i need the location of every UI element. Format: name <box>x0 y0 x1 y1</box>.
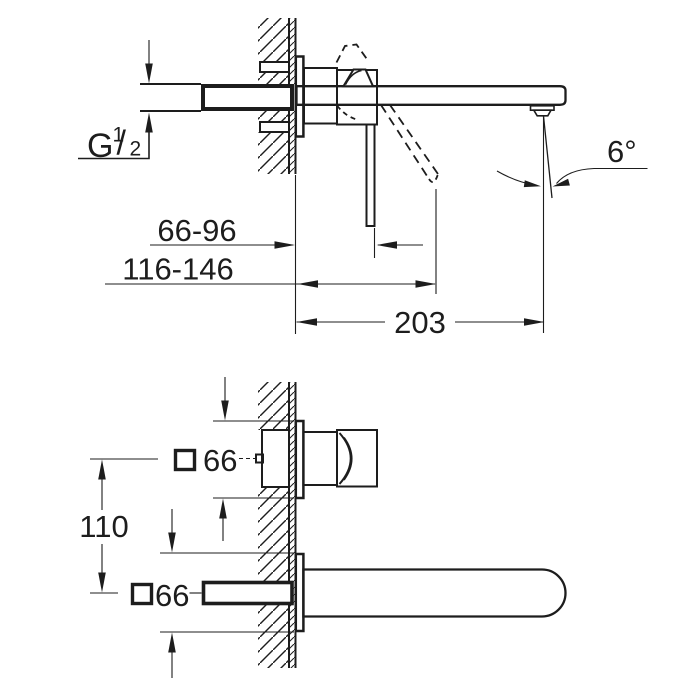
lever-dome-arc <box>344 69 362 85</box>
handle-base <box>302 431 338 486</box>
handle-knob <box>336 429 378 488</box>
up-arrowhead-icon <box>219 498 227 519</box>
up-arrowhead-icon <box>145 112 153 133</box>
spout-unit-front <box>201 552 567 633</box>
dim-upper-plate: 66 <box>173 377 294 541</box>
square-symbol <box>130 582 154 606</box>
wall-hatch <box>258 18 289 62</box>
aerator <box>532 109 553 117</box>
wall-hatch <box>258 605 289 668</box>
lever-swing-arc-dashed <box>336 104 359 121</box>
upper-escutcheon <box>294 419 305 500</box>
dim-plate-spacing: 110 <box>79 458 158 594</box>
supply-pipe <box>140 83 201 112</box>
handle-knob-arc-outer <box>338 432 352 485</box>
plate-spacing-label: 110 <box>79 509 128 544</box>
wall-finish-hatch <box>289 111 296 174</box>
up-arrowhead-icon <box>98 459 106 480</box>
left-arrowhead-icon <box>296 318 317 326</box>
dim-wall-to-lever-closed: 66-96 <box>150 213 423 249</box>
handle-knob-arc-inner <box>343 437 353 481</box>
wall-hatch <box>258 132 289 174</box>
wall-hatch <box>258 382 289 430</box>
square-symbol <box>173 448 197 472</box>
down-arrowhead-icon <box>221 400 229 421</box>
angle-leader-line <box>556 167 648 184</box>
concealed-cartridge-box <box>261 429 290 488</box>
mounting-flange-top <box>259 61 290 73</box>
lever-dome <box>341 68 375 88</box>
upper-plate-size-label: 66 <box>203 443 237 478</box>
leader-line <box>78 132 150 160</box>
lever-knob-open-dashed <box>335 43 368 63</box>
lower-escutcheon <box>294 552 305 633</box>
thread-fraction-slash: / <box>117 125 127 163</box>
left-arrowhead-icon <box>376 241 397 249</box>
connection-nub <box>255 453 264 464</box>
left-arrowhead-icon <box>297 280 318 288</box>
mounting-flange-bottom <box>259 121 290 133</box>
lower-plate-size-label: 66 <box>155 578 189 613</box>
thread-numerator: 1 <box>113 124 125 147</box>
leader-arrowhead-icon <box>552 178 570 187</box>
lever-arm-open-dashed <box>380 104 439 180</box>
handle-unit-front <box>255 419 378 500</box>
wall-finish-hatch <box>289 382 296 668</box>
arc-arrowhead-icon <box>523 180 541 188</box>
lever-rod-closed <box>365 123 376 227</box>
thread-size-label: G <box>87 127 113 165</box>
down-arrowhead-icon <box>98 572 106 593</box>
dim-wall-to-lever-open-label: 116-146 <box>122 252 233 287</box>
down-arrowhead-icon <box>145 63 153 84</box>
wall-hatch <box>258 487 289 581</box>
right-arrowhead-icon <box>274 241 295 249</box>
side-view: G 1 / 2 66-96 116-146 203 <box>78 18 648 340</box>
spout-front <box>302 568 567 618</box>
dim-spout-projection-label: 203 <box>394 305 446 340</box>
dim-lower-plate: 66 <box>130 509 294 678</box>
wall-finish-hatch <box>289 18 296 84</box>
thread-denominator: 2 <box>130 138 142 161</box>
up-arrowhead-icon <box>168 632 176 653</box>
down-arrowhead-icon <box>168 532 176 553</box>
wall-section-front <box>258 382 297 668</box>
right-arrowhead-icon <box>524 318 545 326</box>
extension-lines-side <box>294 115 553 334</box>
wall-hatch <box>258 111 289 122</box>
faucet-side <box>294 43 567 227</box>
spout-bar <box>295 85 567 106</box>
concealed-body <box>140 61 294 133</box>
thread-annotation: G 1 / 2 <box>78 40 153 165</box>
angle-annotation: 6° <box>496 134 648 188</box>
dim-spout-projection: 203 <box>296 305 545 340</box>
thread-nipple <box>201 84 294 111</box>
flow-angle-line <box>542 115 553 199</box>
spout-angle-label: 6° <box>607 134 637 169</box>
concealed-supply-box <box>201 580 294 606</box>
dim-wall-to-lever-open: 116-146 <box>105 252 436 288</box>
right-arrowhead-icon <box>415 280 436 288</box>
dim-wall-to-lever-closed-label: 66-96 <box>157 213 236 248</box>
wall-hatch <box>258 72 289 84</box>
front-view: 66 66 110 <box>79 377 567 678</box>
lever-arm-open-cap-dashed <box>428 173 439 183</box>
